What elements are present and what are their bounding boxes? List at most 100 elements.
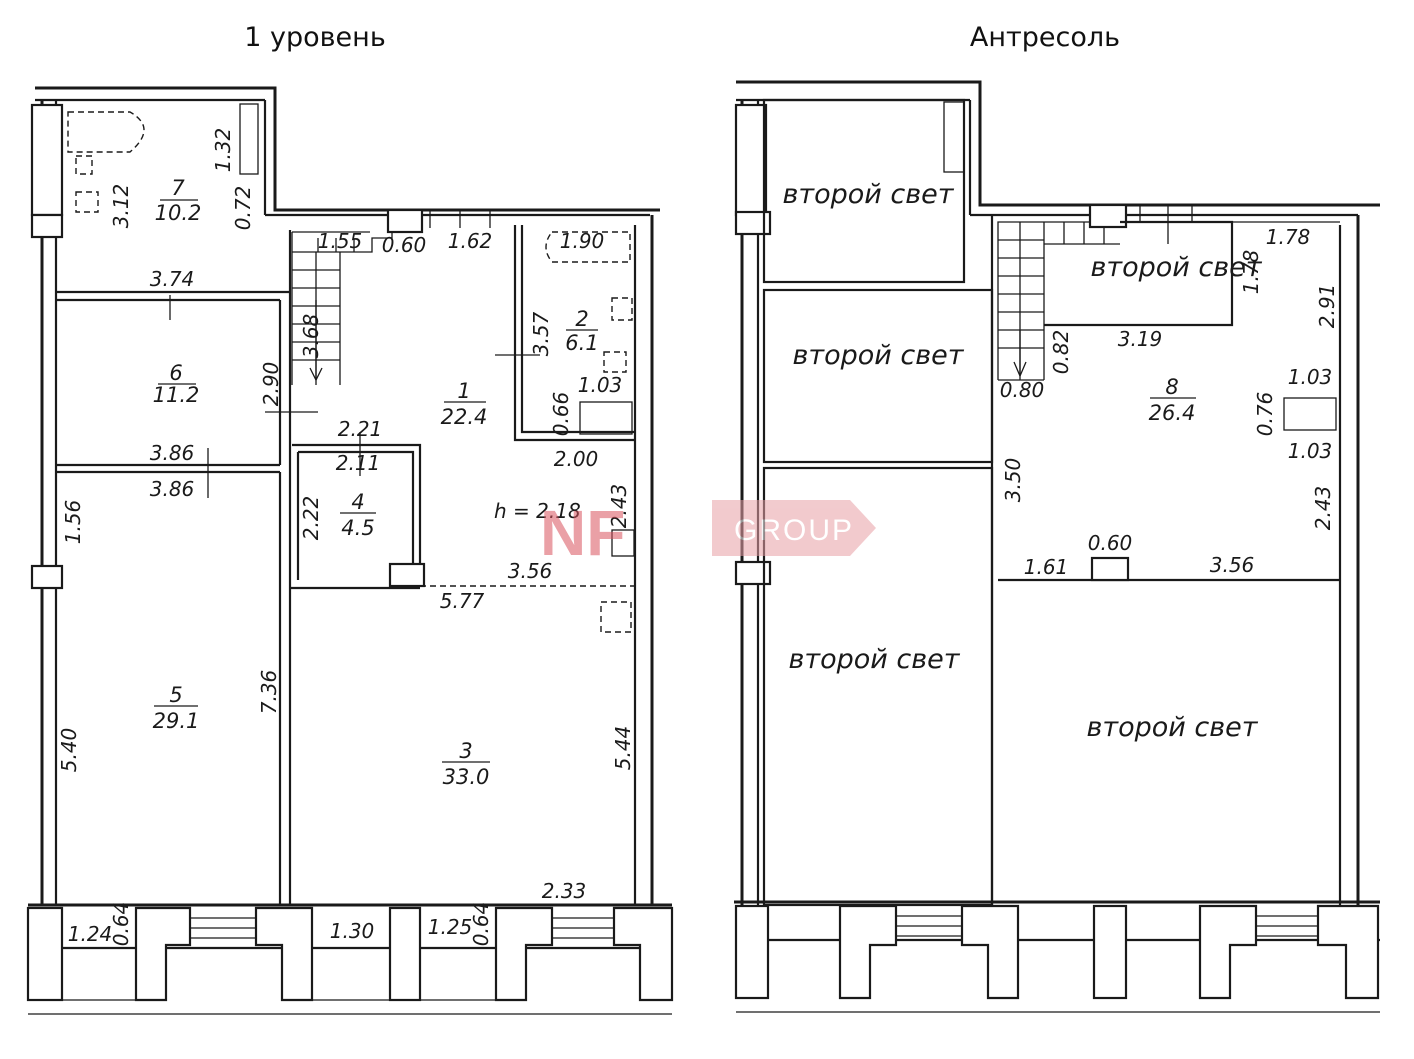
void-area [1044,220,1234,327]
dimension-label: 2.43 [607,484,631,529]
wall-line [298,450,415,580]
room-area: 11.2 [153,383,200,407]
dimension-label: 2.21 [338,417,383,441]
room-number: 8 [1165,375,1178,399]
watermark-brand: NF [540,497,625,569]
dimension-label: 3.50 [1001,458,1025,503]
dimension-label: 3.12 [109,184,133,229]
dimension-label: 3.86 [150,477,195,501]
dimension-label: 3.68 [299,314,323,359]
stove-icon [600,601,632,633]
void-area [762,288,994,464]
dimension-label: 1.25 [428,915,473,939]
second-light-label: второй свет [788,644,960,675]
column [388,562,426,588]
vent-shaft [943,101,965,173]
level1-plan: 7 10.2 6 11.2 1 22.4 2 6.1 4 4.5 5 29.1 … [26,86,674,1015]
sink-icon [75,155,93,175]
dimension-label: 2.33 [542,879,587,903]
dimension-label: 2.11 [336,451,381,475]
dimension-label: 1.56 [61,500,85,545]
level1-room-labels: 7 10.2 6 11.2 1 22.4 2 6.1 4 4.5 5 29.1 … [153,176,599,789]
second-light-label: второй свет [792,340,964,371]
dimension-label: 1.78 [1266,225,1311,249]
room-area: 4.5 [341,516,374,540]
dimension-label: 1.61 [1024,555,1069,579]
dimension-label: 5.40 [57,728,81,773]
dimension-label: 2.00 [554,447,599,471]
column [386,208,424,234]
ceiling-height-note: h = 2.18 [494,499,581,523]
dimension-label: 1.24 [68,922,113,946]
dimension-label: 5.44 [611,726,635,771]
dimension-label: 3.86 [150,441,195,465]
second-light-label: второй свет [1090,252,1262,283]
vent-shaft [1283,397,1337,431]
room-area: 29.1 [153,709,200,733]
level1-outer-wall-top [35,86,660,212]
dimension-label: 3.19 [1118,327,1163,351]
dimension-label: 1.78 [1239,250,1263,295]
staircase [291,230,393,385]
level1-title: 1 уровень [244,22,386,53]
toilet-icon [75,191,99,213]
dimension-label: 0.82 [1049,330,1073,375]
dimension-label: 0.60 [382,233,427,257]
dimension-label: 0.60 [1088,531,1133,555]
room-number: 4 [351,490,364,514]
dimension-label: 1.03 [1288,365,1333,389]
column [30,564,64,590]
mezzanine-void-labels: второй свет второй свет второй свет втор… [782,179,1262,743]
vent-shaft [611,529,635,557]
dimension-label: 1.03 [578,373,623,397]
column [1088,203,1128,229]
mezzanine-title: Антресоль [970,22,1120,53]
column [734,210,772,236]
column [30,213,64,239]
room-number: 2 [575,307,588,331]
dimension-label: 0.72 [231,186,255,231]
dimension-label: 0.64 [109,902,133,947]
room-number: 3 [459,739,472,763]
dimension-label: 0.76 [1253,392,1277,437]
second-light-label: второй свет [782,179,954,210]
dimension-label: 0.80 [1000,378,1045,402]
wall-line [520,225,635,434]
room-number: 1 [457,379,470,403]
level1-facade [26,903,674,1015]
dimension-label: 3.56 [508,559,553,583]
mezzanine-plan: второй свет второй свет второй свет втор… [734,80,1380,1013]
mezzanine-dimensions: 1.78 1.78 2.91 0.82 3.19 0.80 1.03 0.76 … [1000,225,1339,579]
vent-shaft [239,103,259,175]
dimension-label: 2.22 [299,496,323,541]
room-number: 5 [169,683,182,707]
dimension-label: 3.57 [529,311,553,356]
company-watermark: NF GROUP [540,497,876,569]
dimension-label: 7.36 [257,670,281,715]
vent-shaft [579,401,633,435]
column [734,560,772,586]
wall-line [513,225,635,442]
dimension-label: 1.03 [1288,439,1333,463]
dimension-label: 2.43 [1311,486,1335,531]
watermark-label: GROUP [734,514,854,547]
watermark-arrow-shape [712,500,876,556]
room-area: 33.0 [443,765,490,789]
room-number: 6 [169,361,182,385]
room-area: 26.4 [1149,401,1196,425]
room-area: 6.1 [565,331,598,355]
dimension-label: 1.30 [330,919,375,943]
bathtub-icon [545,231,631,263]
sink-icon [611,297,633,321]
dimension-label: 3.74 [150,267,195,291]
window-pier [734,103,768,217]
dimension-label: 1.55 [318,229,363,253]
room-area: 22.4 [441,405,488,429]
wall-line [292,443,422,585]
mezzanine-facade [734,900,1380,1013]
mezzanine-outer-wall-top [736,80,1380,207]
dimension-label: 3.56 [1210,553,1255,577]
window-pier [30,103,64,217]
void-area [762,98,966,284]
